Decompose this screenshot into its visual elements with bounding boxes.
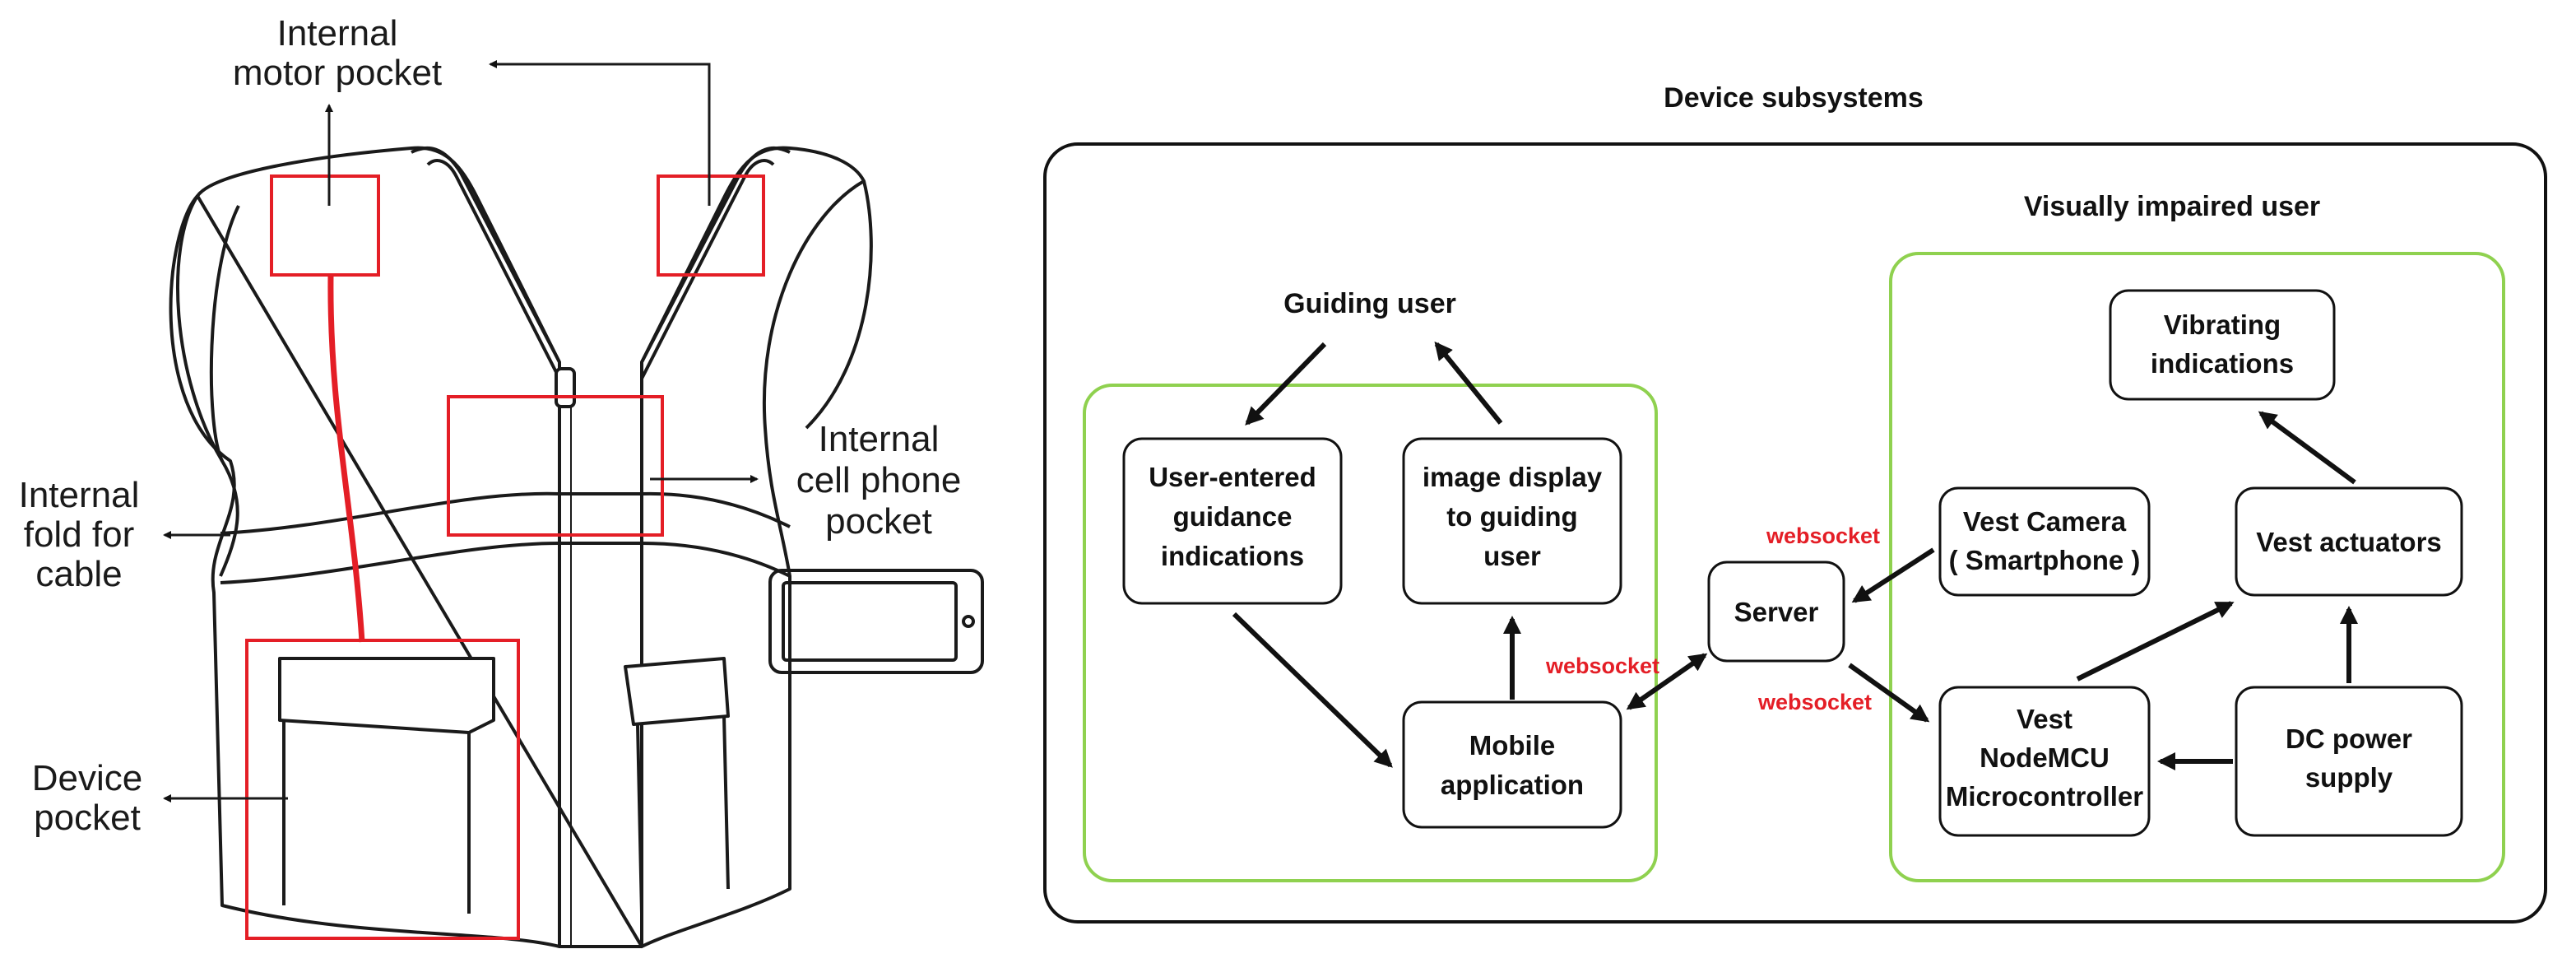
cell-phone-label-1: Internal <box>819 419 940 459</box>
vest-camera-label-2: ( Smartphone ) <box>1949 545 2141 575</box>
visually-impaired-user-label: Visually impaired user <box>2024 191 2320 222</box>
vest-camera-label-1: Vest Camera <box>1963 506 2127 537</box>
image-display-box <box>1402 437 1622 605</box>
right-pocket <box>636 715 730 914</box>
server-label: Server <box>1734 597 1819 627</box>
phone-icon <box>768 569 984 674</box>
user-entered-label-2: guidance <box>1173 501 1293 532</box>
websocket-label-mobile: websocket <box>1545 654 1659 678</box>
arrow-nodemcu-to-actuators <box>2076 601 2235 682</box>
vibrating-label-2: indications <box>2151 348 2294 379</box>
dc-power-box <box>2235 686 2463 837</box>
user-entered-label-1: User-entered <box>1149 462 1316 492</box>
motor-pocket-box-right <box>657 174 765 277</box>
cell-phone-label-2: cell phone <box>796 460 962 500</box>
arrow-mobile-server <box>1626 653 1708 710</box>
arrow-image-display-to-guiding <box>1434 341 1503 425</box>
image-display-label-1: image display <box>1423 462 1603 492</box>
nodemcu-label-1: Vest <box>2017 704 2072 734</box>
cable-line <box>327 274 365 643</box>
mobile-app-label-2: application <box>1441 770 1584 800</box>
vest-illustration <box>169 146 873 948</box>
user-entered-box <box>1122 437 1343 605</box>
vibrating-label-1: Vibrating <box>2164 309 2281 340</box>
right-pocket-flap <box>624 657 730 726</box>
dc-power-label-1: DC power <box>2286 723 2412 754</box>
server-box <box>1707 561 1845 663</box>
motor-pocket-box-left <box>270 174 380 277</box>
mobile-app-label-1: Mobile <box>1469 730 1556 761</box>
arrow-camera-to-server <box>1851 547 1935 603</box>
websocket-label-nodemcu: websocket <box>1757 690 1872 714</box>
dc-power-label-2: supply <box>2305 762 2393 793</box>
arrow-actuators-to-vibrating <box>2258 411 2356 485</box>
vibrating-box <box>2109 289 2336 401</box>
device-pocket-label-1: Device <box>32 758 143 798</box>
image-display-label-2: to guiding <box>1446 501 1577 532</box>
vest-actuators-label: Vest actuators <box>2256 527 2442 557</box>
diagram-title: Device subsystems <box>1664 82 1924 114</box>
vest-actuators-box <box>2235 486 2463 597</box>
arrow-server-to-nodemcu <box>1848 663 1930 723</box>
subsystem-boxes <box>1122 289 2463 837</box>
diagram-arrows <box>1232 341 2358 770</box>
waist-fold <box>220 491 791 535</box>
device-pocket-label-2: pocket <box>34 798 141 838</box>
motor-pocket-label-2: motor pocket <box>233 53 442 93</box>
outer-frame <box>1043 142 2547 923</box>
box-labels: User-entered guidance indications image … <box>1149 309 2442 812</box>
arrow-user-entered-to-mobile <box>1232 612 1393 768</box>
vest-outline <box>169 146 866 948</box>
fold-label-2: fold for <box>24 514 135 555</box>
guiding-user-group <box>1083 384 1658 882</box>
device-pocket-box <box>245 639 520 940</box>
vest-highlights <box>245 174 765 940</box>
nodemcu-label-3: Microcontroller <box>1946 781 2143 812</box>
guiding-user-label: Guiding user <box>1283 288 1456 319</box>
arrow-guiding-to-user-entered <box>1245 342 1327 426</box>
vest-labels: Internal motor pocket Internal cell phon… <box>19 13 962 838</box>
left-pocket-flap <box>278 657 495 734</box>
fold-label-3: cable <box>35 554 122 594</box>
image-display-label-3: user <box>1483 541 1541 571</box>
vest-camera-box <box>1938 486 2151 597</box>
nodemcu-label-2: NodeMCU <box>1980 742 2110 773</box>
user-entered-label-3: indications <box>1161 541 1304 571</box>
left-pocket <box>282 720 471 914</box>
websocket-label-camera: websocket <box>1766 523 1880 548</box>
fold-label-1: Internal <box>19 475 140 515</box>
neck-collar <box>411 146 561 363</box>
cell-phone-pocket-box <box>447 395 664 537</box>
vest-callouts <box>163 60 759 803</box>
mobile-app-box <box>1402 700 1622 829</box>
cell-phone-label-3: pocket <box>825 501 932 542</box>
nodemcu-box <box>1938 686 2151 837</box>
motor-pocket-label-1: Internal <box>277 13 398 54</box>
impaired-user-group <box>1889 252 2505 882</box>
